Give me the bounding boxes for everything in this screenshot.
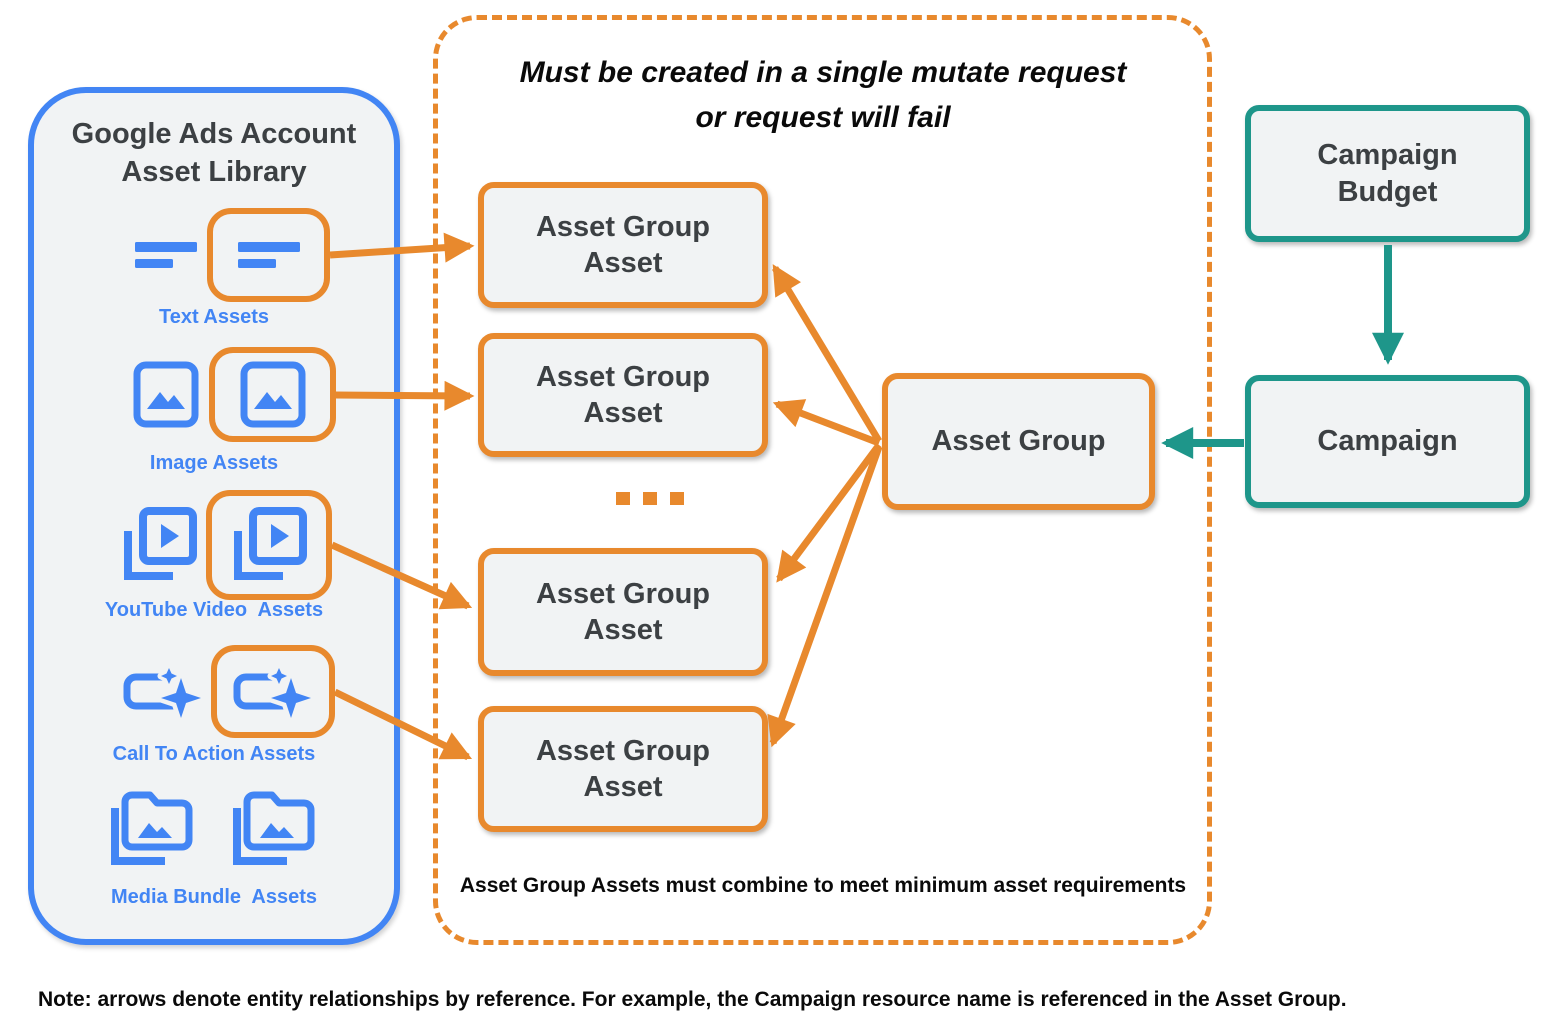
image-icon xyxy=(240,361,305,428)
mutate-request-panel xyxy=(433,15,1212,945)
mutate-panel-title: Must be created in a single mutate reque… xyxy=(519,56,1127,134)
asset-group-asset-box-4: Asset Group Asset xyxy=(478,706,768,832)
ellipsis-dot xyxy=(643,492,657,505)
image-assets-label: Image Assets xyxy=(149,452,279,474)
asset-library-title: Google Ads Account Asset Library xyxy=(71,118,357,189)
ellipsis-dot xyxy=(616,492,630,505)
ellipsis-dot xyxy=(670,492,684,505)
call-to-action-icon xyxy=(233,664,313,720)
youtube-assets-row xyxy=(120,490,332,600)
highlight-frame-text xyxy=(207,208,330,302)
cta-assets-label: Call To Action Assets xyxy=(112,743,316,765)
youtube-video-icon xyxy=(234,507,307,580)
campaign-box: Campaign xyxy=(1245,375,1530,508)
highlight-frame-youtube xyxy=(206,490,332,600)
highlight-frame-image xyxy=(209,347,336,442)
media-bundle-icon xyxy=(111,791,193,865)
media-bundle-row xyxy=(107,785,317,871)
cta-assets-row xyxy=(123,645,335,738)
call-to-action-icon xyxy=(123,664,203,720)
mutate-panel-footnote: Asset Group Assets must combine to meet … xyxy=(459,874,1187,897)
text-assets-label: Text Assets xyxy=(158,306,270,328)
youtube-video-icon xyxy=(124,507,197,580)
media-bundle-icon xyxy=(233,791,315,865)
asset-group-asset-box-1: Asset Group Asset xyxy=(478,182,768,308)
asset-library-panel: Google Ads Account Asset Library Text As… xyxy=(28,87,400,945)
campaign-budget-box: Campaign Budget xyxy=(1245,105,1530,242)
highlight-frame-cta xyxy=(211,645,335,738)
media-bundle-label: Media Bundle Assets xyxy=(111,886,317,908)
image-icon xyxy=(133,361,199,428)
asset-group-asset-box-3: Asset Group Asset xyxy=(478,548,768,676)
image-assets-row xyxy=(133,347,336,442)
asset-group-asset-box-2: Asset Group Asset xyxy=(478,333,768,457)
asset-group-box: Asset Group xyxy=(882,373,1155,510)
ellipsis-dots xyxy=(616,492,684,505)
text-assets-row xyxy=(135,208,330,302)
text-lines-icon xyxy=(135,242,197,268)
youtube-assets-label: YouTube Video Assets xyxy=(104,599,324,621)
footer-note: Note: arrows denote entity relationships… xyxy=(38,988,1347,1011)
text-lines-icon xyxy=(237,242,300,268)
